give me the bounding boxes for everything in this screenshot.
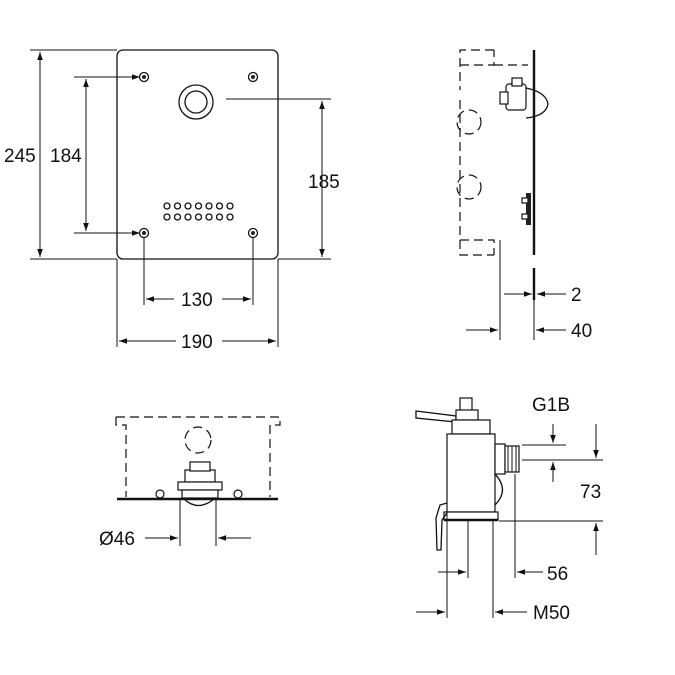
- dim-label-190: 190: [181, 332, 213, 353]
- side-view: 2 40: [456, 49, 592, 342]
- flush-button: [178, 84, 214, 120]
- sensor-dot: [226, 202, 234, 210]
- dim-label-184: 184: [50, 146, 82, 167]
- sensor-dot: [194, 213, 203, 221]
- sensor-dot: [173, 202, 182, 210]
- sensor-dot: [215, 202, 224, 210]
- dim-label-185: 185: [308, 172, 340, 193]
- sensor-dot-grid: [163, 202, 234, 221]
- front-view: 245 184 185 130 190: [4, 49, 340, 353]
- sensor-dot: [184, 202, 192, 210]
- dim-label-m50: M50: [533, 603, 570, 624]
- mounting-holes: [138, 71, 259, 239]
- dim-label-56: 56: [547, 564, 568, 585]
- sensor-dot: [173, 213, 182, 221]
- sensor-dot: [184, 213, 192, 221]
- dim-label-73: 73: [580, 482, 601, 503]
- dim-label-130: 130: [181, 290, 213, 311]
- bottom-view: Ø46: [99, 416, 281, 550]
- dim-label-g1b: G1B: [532, 395, 570, 416]
- dim-label-diameter-46: Ø46: [99, 529, 135, 550]
- mounting-hole: [247, 71, 259, 83]
- sensor-dot: [194, 202, 203, 210]
- dim-label-245: 245: [4, 146, 36, 167]
- sensor-dot: [226, 213, 234, 221]
- sensor-dot: [163, 202, 171, 210]
- sensor-dot: [205, 202, 213, 210]
- dim-label-40: 40: [571, 321, 592, 342]
- sensor-dot: [215, 213, 224, 221]
- front-panel: [116, 49, 279, 260]
- sensor-dot: [205, 213, 213, 221]
- dim-label-2: 2: [571, 285, 582, 306]
- sensor-dot: [163, 213, 171, 221]
- valve-view: G1B 73 56 M50: [415, 395, 603, 624]
